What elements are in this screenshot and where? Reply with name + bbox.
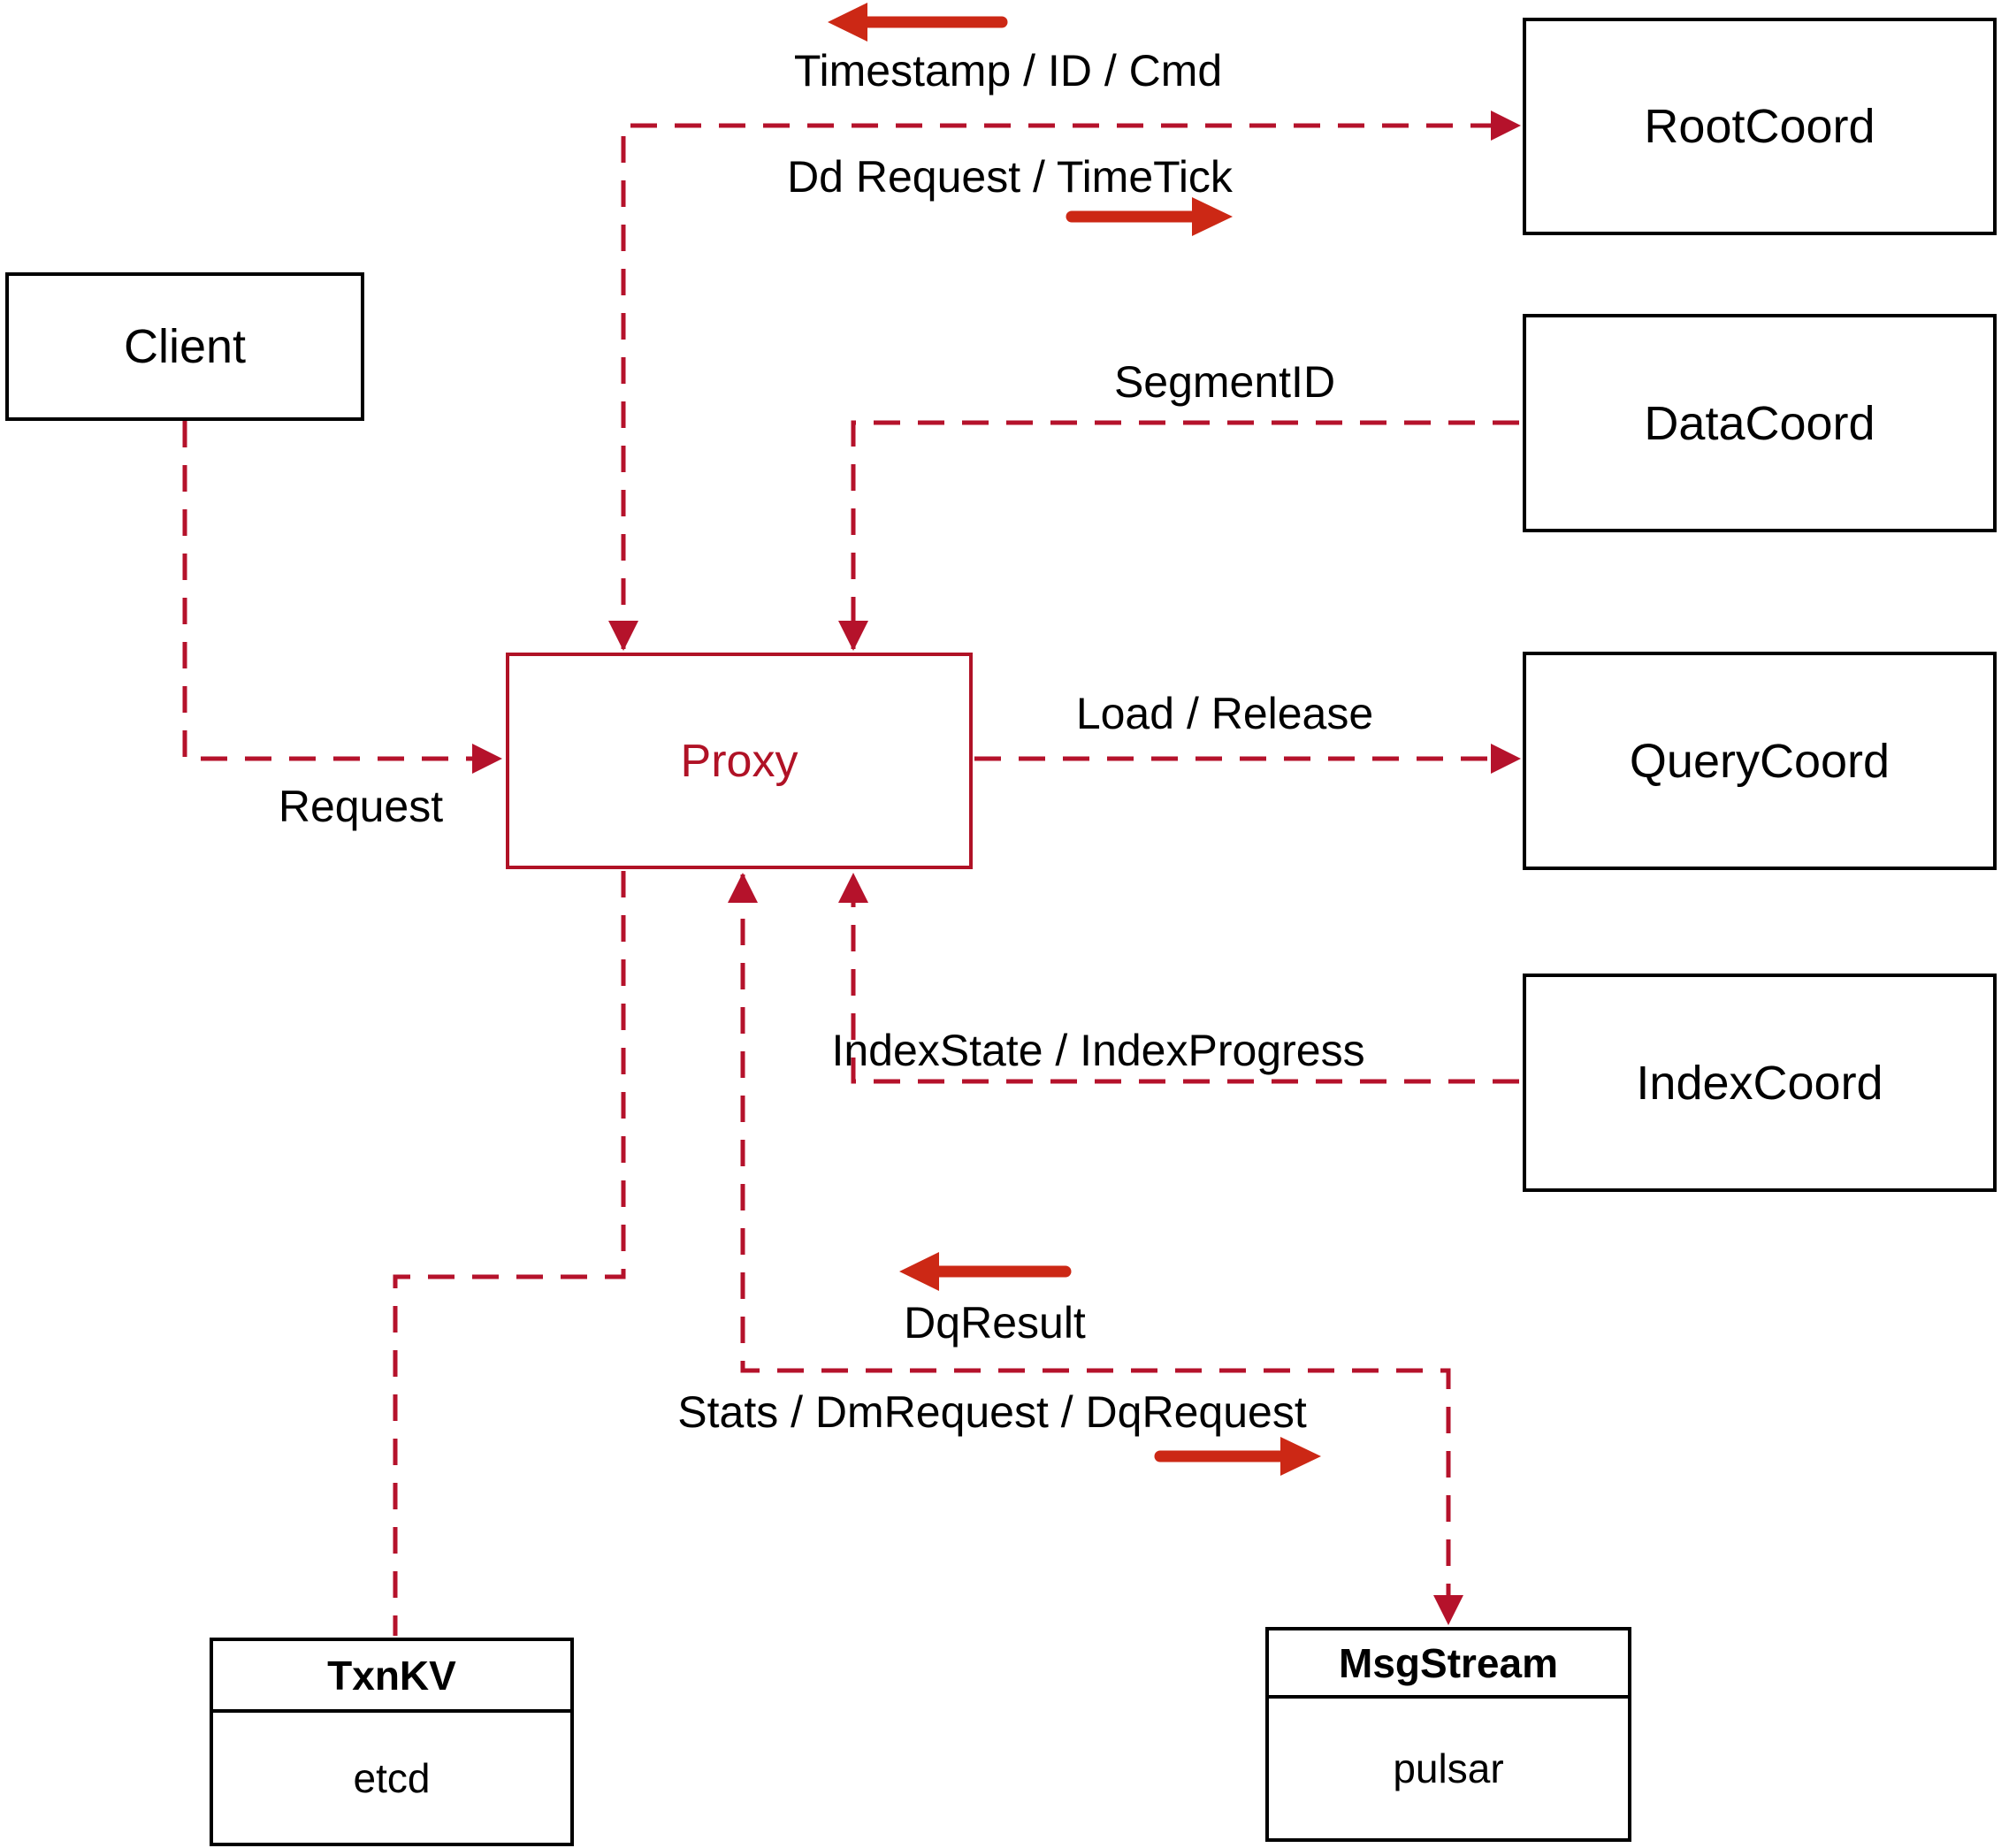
edge-label-dqresult: DqResult bbox=[904, 1298, 1086, 1348]
node-client: Client bbox=[5, 272, 364, 421]
node-msgstream: MsgStream pulsar bbox=[1265, 1627, 1631, 1842]
node-datacoord-label: DataCoord bbox=[1644, 396, 1875, 450]
arrowhead-into-proxy-left-icon bbox=[472, 744, 502, 774]
edge-indexcoord-proxy-line bbox=[851, 874, 1519, 1084]
arrowhead-into-rootcoord-icon bbox=[1491, 111, 1521, 141]
arrow-right-icon bbox=[1066, 197, 1233, 236]
node-proxy: Proxy bbox=[506, 653, 973, 869]
node-client-label: Client bbox=[123, 320, 247, 373]
arrowhead-into-proxy-bottom-right-icon bbox=[838, 873, 868, 903]
node-rootcoord: RootCoord bbox=[1523, 18, 1997, 235]
node-indexcoord: IndexCoord bbox=[1523, 974, 1997, 1192]
edge-label-segmentid: SegmentID bbox=[1113, 357, 1336, 407]
node-datacoord: DataCoord bbox=[1523, 314, 1997, 532]
arrowhead-into-msgstream-icon bbox=[1433, 1595, 1463, 1625]
arrowhead-into-proxy-top-left-icon bbox=[608, 621, 638, 651]
edge-datacoord-proxy-line bbox=[851, 420, 1519, 649]
edge-proxy-txnkv-line bbox=[393, 871, 626, 1636]
edge-proxy-msgstream-line bbox=[740, 874, 1451, 1623]
node-indexcoord-label: IndexCoord bbox=[1636, 1056, 1883, 1110]
node-msgstream-subtitle: pulsar bbox=[1393, 1745, 1504, 1791]
edge-label-dd-request-timetick: Dd Request / TimeTick bbox=[787, 152, 1233, 202]
edge-client-proxy-line bbox=[182, 421, 499, 761]
node-msgstream-title: MsgStream bbox=[1269, 1630, 1628, 1699]
edge-label-request: Request bbox=[278, 782, 444, 831]
node-querycoord: QueryCoord bbox=[1523, 652, 1997, 870]
edge-label-stats-dmrequest-dqrequest: Stats / DmRequest / DqRequest bbox=[677, 1387, 1307, 1437]
arrowhead-into-proxy-top-right-icon bbox=[838, 621, 868, 651]
arrow-left-icon bbox=[899, 1252, 1072, 1291]
node-rootcoord-label: RootCoord bbox=[1644, 100, 1875, 153]
arrow-right-icon bbox=[1154, 1437, 1321, 1476]
arrowhead-into-proxy-bottom-left-icon bbox=[728, 873, 758, 903]
node-querycoord-label: QueryCoord bbox=[1629, 734, 1891, 788]
arrowhead-into-querycoord-icon bbox=[1491, 744, 1521, 774]
node-proxy-label: Proxy bbox=[680, 735, 798, 787]
node-txnkv: TxnKV etcd bbox=[210, 1638, 574, 1846]
edge-label-timestamp-id-cmd: Timestamp / ID / Cmd bbox=[793, 46, 1223, 95]
edge-label-load-release: Load / Release bbox=[1075, 689, 1374, 738]
node-txnkv-subtitle: etcd bbox=[353, 1754, 431, 1801]
edge-label-indexstate-indexprogress: IndexState / IndexProgress bbox=[831, 1026, 1365, 1075]
arrow-left-icon bbox=[828, 3, 1008, 42]
node-txnkv-title: TxnKV bbox=[213, 1641, 570, 1713]
edge-proxy-rootcoord-line bbox=[621, 123, 1516, 649]
